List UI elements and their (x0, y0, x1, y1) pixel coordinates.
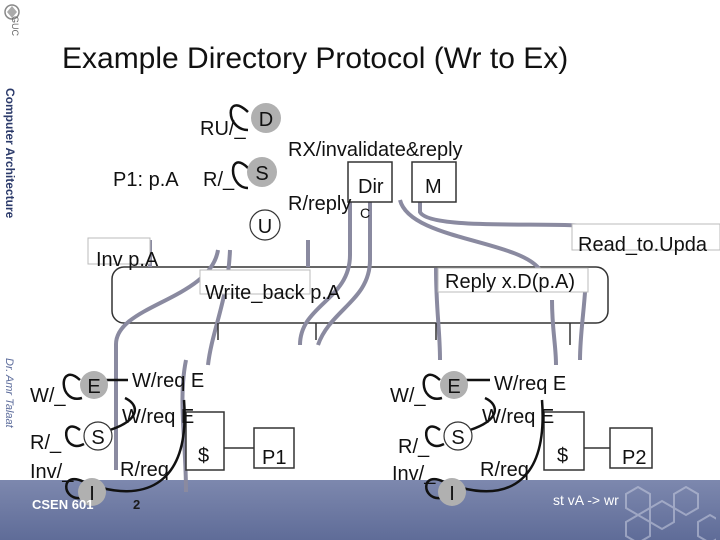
cache1-state-i (78, 478, 106, 506)
cache1-wreq-e1-label: W/req E (132, 370, 204, 392)
dir-ru-label: RU/_ (200, 118, 246, 140)
sidebar: GUC Computer Architecture Dr. Amr Talaat (0, 0, 22, 540)
cache1-box (185, 411, 225, 471)
cache1-dollar-label: $ (198, 445, 209, 467)
cache1-state-e-label: E (87, 376, 100, 398)
cache1-state-s (83, 421, 113, 451)
dir-r-label: R/_ (203, 169, 235, 191)
cache1-state-i-label: I (89, 483, 95, 505)
proc2-label: P2 (622, 447, 646, 469)
cache2-w-label: W/_ (390, 385, 426, 407)
cache1-inv-label: Inv/_ (30, 461, 74, 483)
memory-box-label: M (425, 176, 442, 198)
cache2-wreq-e2-label: W/req E (482, 406, 554, 428)
cache1-group: E S I W/_ W/req E W/req E R/_ R/req Inv/… (30, 370, 295, 506)
dir-state-s (247, 157, 277, 187)
dir-rx-label: RX/invalidate&reply (288, 139, 463, 161)
dir-c-label: C (360, 205, 370, 221)
dir-state-d-label: D (259, 109, 273, 131)
dir-box (347, 161, 393, 203)
cache2-state-e-label: E (447, 376, 460, 398)
logo-text: GUC (10, 16, 20, 37)
cache1-state-e (80, 371, 108, 399)
dir-state-u-label: U (258, 216, 272, 238)
memory-box (411, 161, 457, 203)
dir-box-label: Dir (358, 176, 384, 198)
cache2-dollar-label: $ (557, 445, 568, 467)
cache2-state-s (443, 421, 473, 451)
cache2-rreq-label: R/req (480, 459, 529, 481)
bus-writeback-label: Write_back p.A (205, 282, 341, 304)
dir-p1-label: P1: p.A (113, 169, 179, 191)
footer-page-number: 2 (133, 497, 141, 512)
cache2-inv-label: Inv/_ (392, 463, 436, 485)
cache2-r-label: R/_ (398, 436, 430, 458)
page-title: Example Directory Protocol (Wr to Ex) (62, 42, 569, 75)
cache2-state-i-label: I (449, 483, 455, 505)
bus-inv-label: Inv p.A (96, 249, 159, 271)
cache2-state-s-label: S (451, 427, 464, 449)
bus-reply-label: Reply x.D(p.A) (445, 271, 575, 293)
cache2-group: E S I W/_ W/req E W/req E R/_ R/req Inv/… (390, 371, 653, 506)
dir-state-u (249, 209, 281, 241)
bus-read-update-label: Read_to.Upda (578, 234, 708, 256)
cache1-wreq-e2-label: W/req E (122, 406, 194, 428)
cache1-rreq-label: R/req (120, 459, 169, 481)
proc1-label: P1 (262, 447, 286, 469)
dir-rreply-label: R/reply (288, 193, 351, 215)
proc1-box (253, 427, 295, 469)
cache1-w-label: W/_ (30, 385, 66, 407)
cache2-wreq-e1-label: W/req E (494, 373, 566, 395)
cache2-state-i (438, 478, 466, 506)
cache1-r-label: R/_ (30, 432, 62, 454)
cache1-state-s-label: S (91, 427, 104, 449)
cache2-box (543, 411, 585, 471)
hexagon-decoration (625, 486, 716, 540)
dir-state-d (251, 103, 281, 133)
dir-state-s-label: S (255, 163, 268, 185)
footer-note: st vA -> wr (553, 492, 619, 508)
footer-course-code: CSEN 601 (32, 497, 94, 512)
cache2-state-e (440, 371, 468, 399)
guc-logo: GUC (4, 4, 20, 37)
